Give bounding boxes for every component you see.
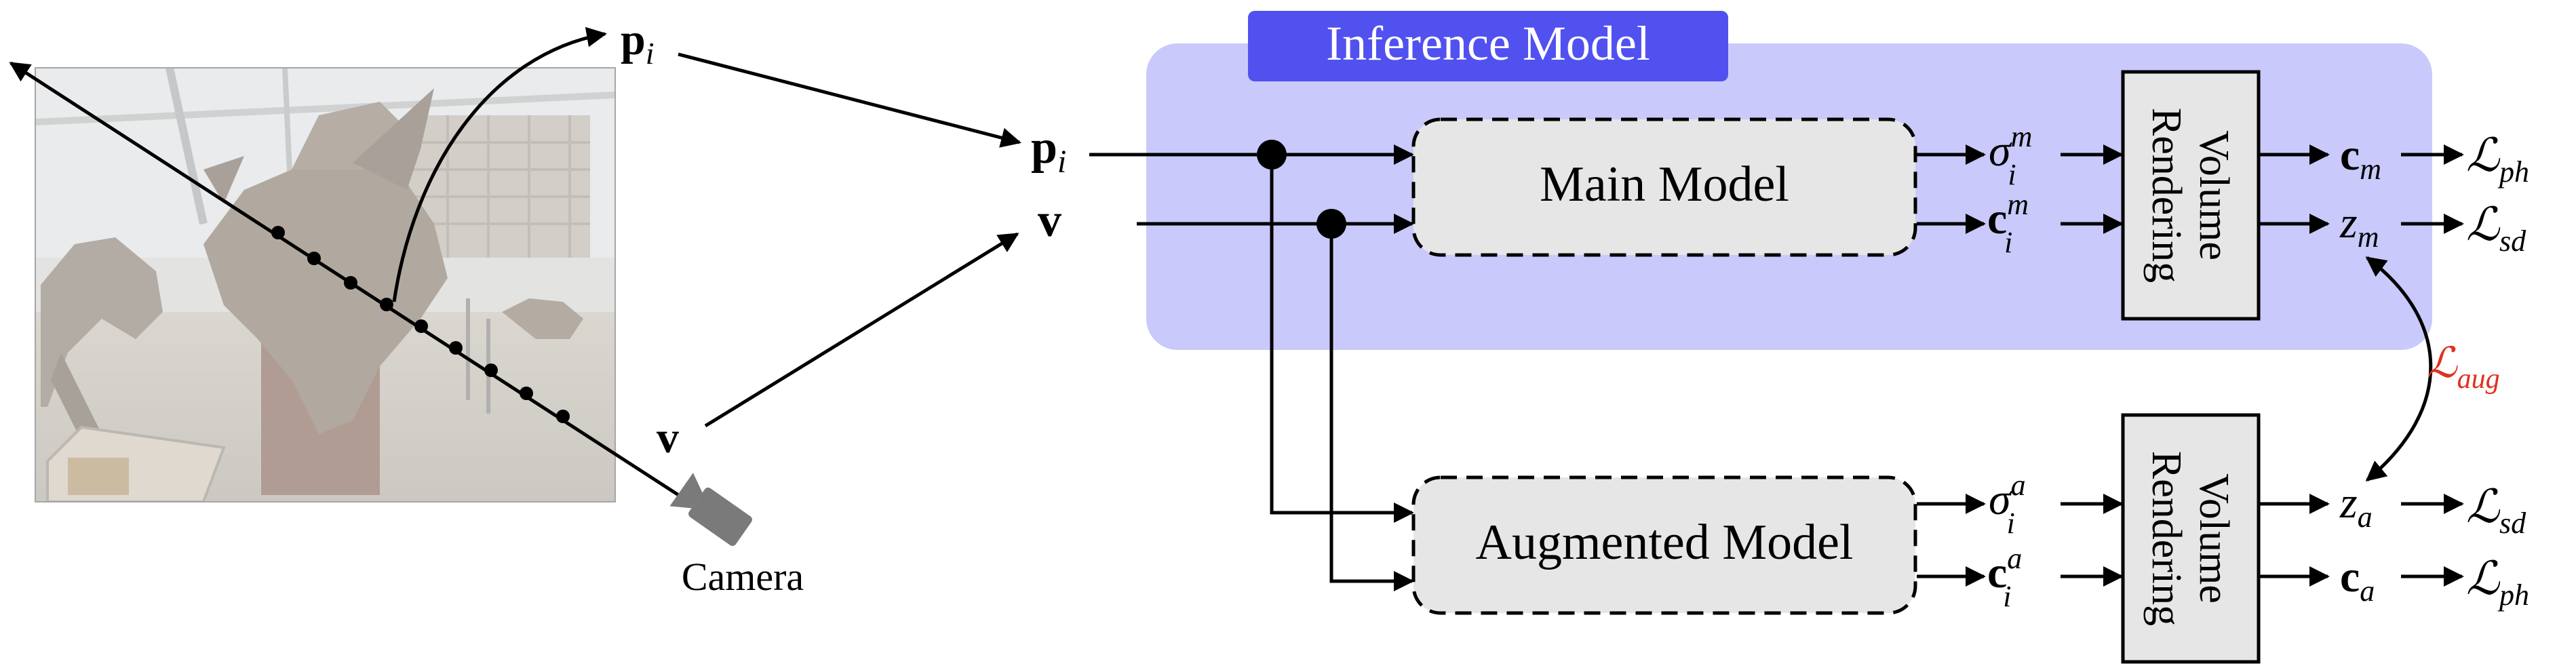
augmented-model-label: Augmented Model (1476, 515, 1854, 570)
aug-volume-rendering-label: VolumeRendering (2143, 451, 2237, 626)
p-label-top: pi (621, 15, 655, 71)
arrow-p-to-input (678, 52, 1021, 148)
aug-loss-sd: ℒsd (2466, 480, 2526, 540)
main-model-label: Main Model (1540, 157, 1789, 212)
loss-aug-curve (2365, 256, 2433, 481)
arrow-v-to-input (704, 232, 1019, 428)
v-branch-line (1329, 224, 1414, 591)
v-junction-dot (1316, 209, 1346, 239)
inference-model-title: Inference Model (1326, 16, 1650, 71)
main-z-out-label: zm (2339, 198, 2379, 254)
main-model-box (1411, 117, 1917, 257)
aug-z-out-label: za (2339, 478, 2373, 534)
augmented-model-box (1411, 475, 1917, 615)
main-volume-rendering-box (2121, 70, 2261, 321)
aug-volume-rendering-box (2121, 413, 2261, 664)
v-input-label: v (1038, 195, 1061, 247)
aug-loss-ph: ℒph (2466, 552, 2529, 612)
aug-c-out-label: ca (2340, 552, 2375, 608)
main-volume-rendering-label: VolumeRendering (2143, 108, 2237, 283)
main-loss-ph: ℒph (2466, 129, 2529, 189)
main-c-out-label: cm (2340, 130, 2381, 186)
sample-to-p-curve (392, 26, 607, 302)
camera-icon (669, 473, 752, 547)
inference-model-title-box (1248, 11, 1728, 81)
triceratops-photo (35, 67, 616, 502)
v-label-bottom: v (657, 413, 679, 462)
p-junction-dot (1257, 140, 1287, 170)
ray-sample-points (271, 226, 570, 423)
camera-label: Camera (682, 555, 804, 599)
loss-aug-label: ℒaug (2427, 338, 2500, 395)
main-loss-sd: ℒsd (2466, 198, 2526, 258)
p-branch-line (1270, 155, 1414, 523)
p-input-label: pi (1031, 121, 1066, 180)
